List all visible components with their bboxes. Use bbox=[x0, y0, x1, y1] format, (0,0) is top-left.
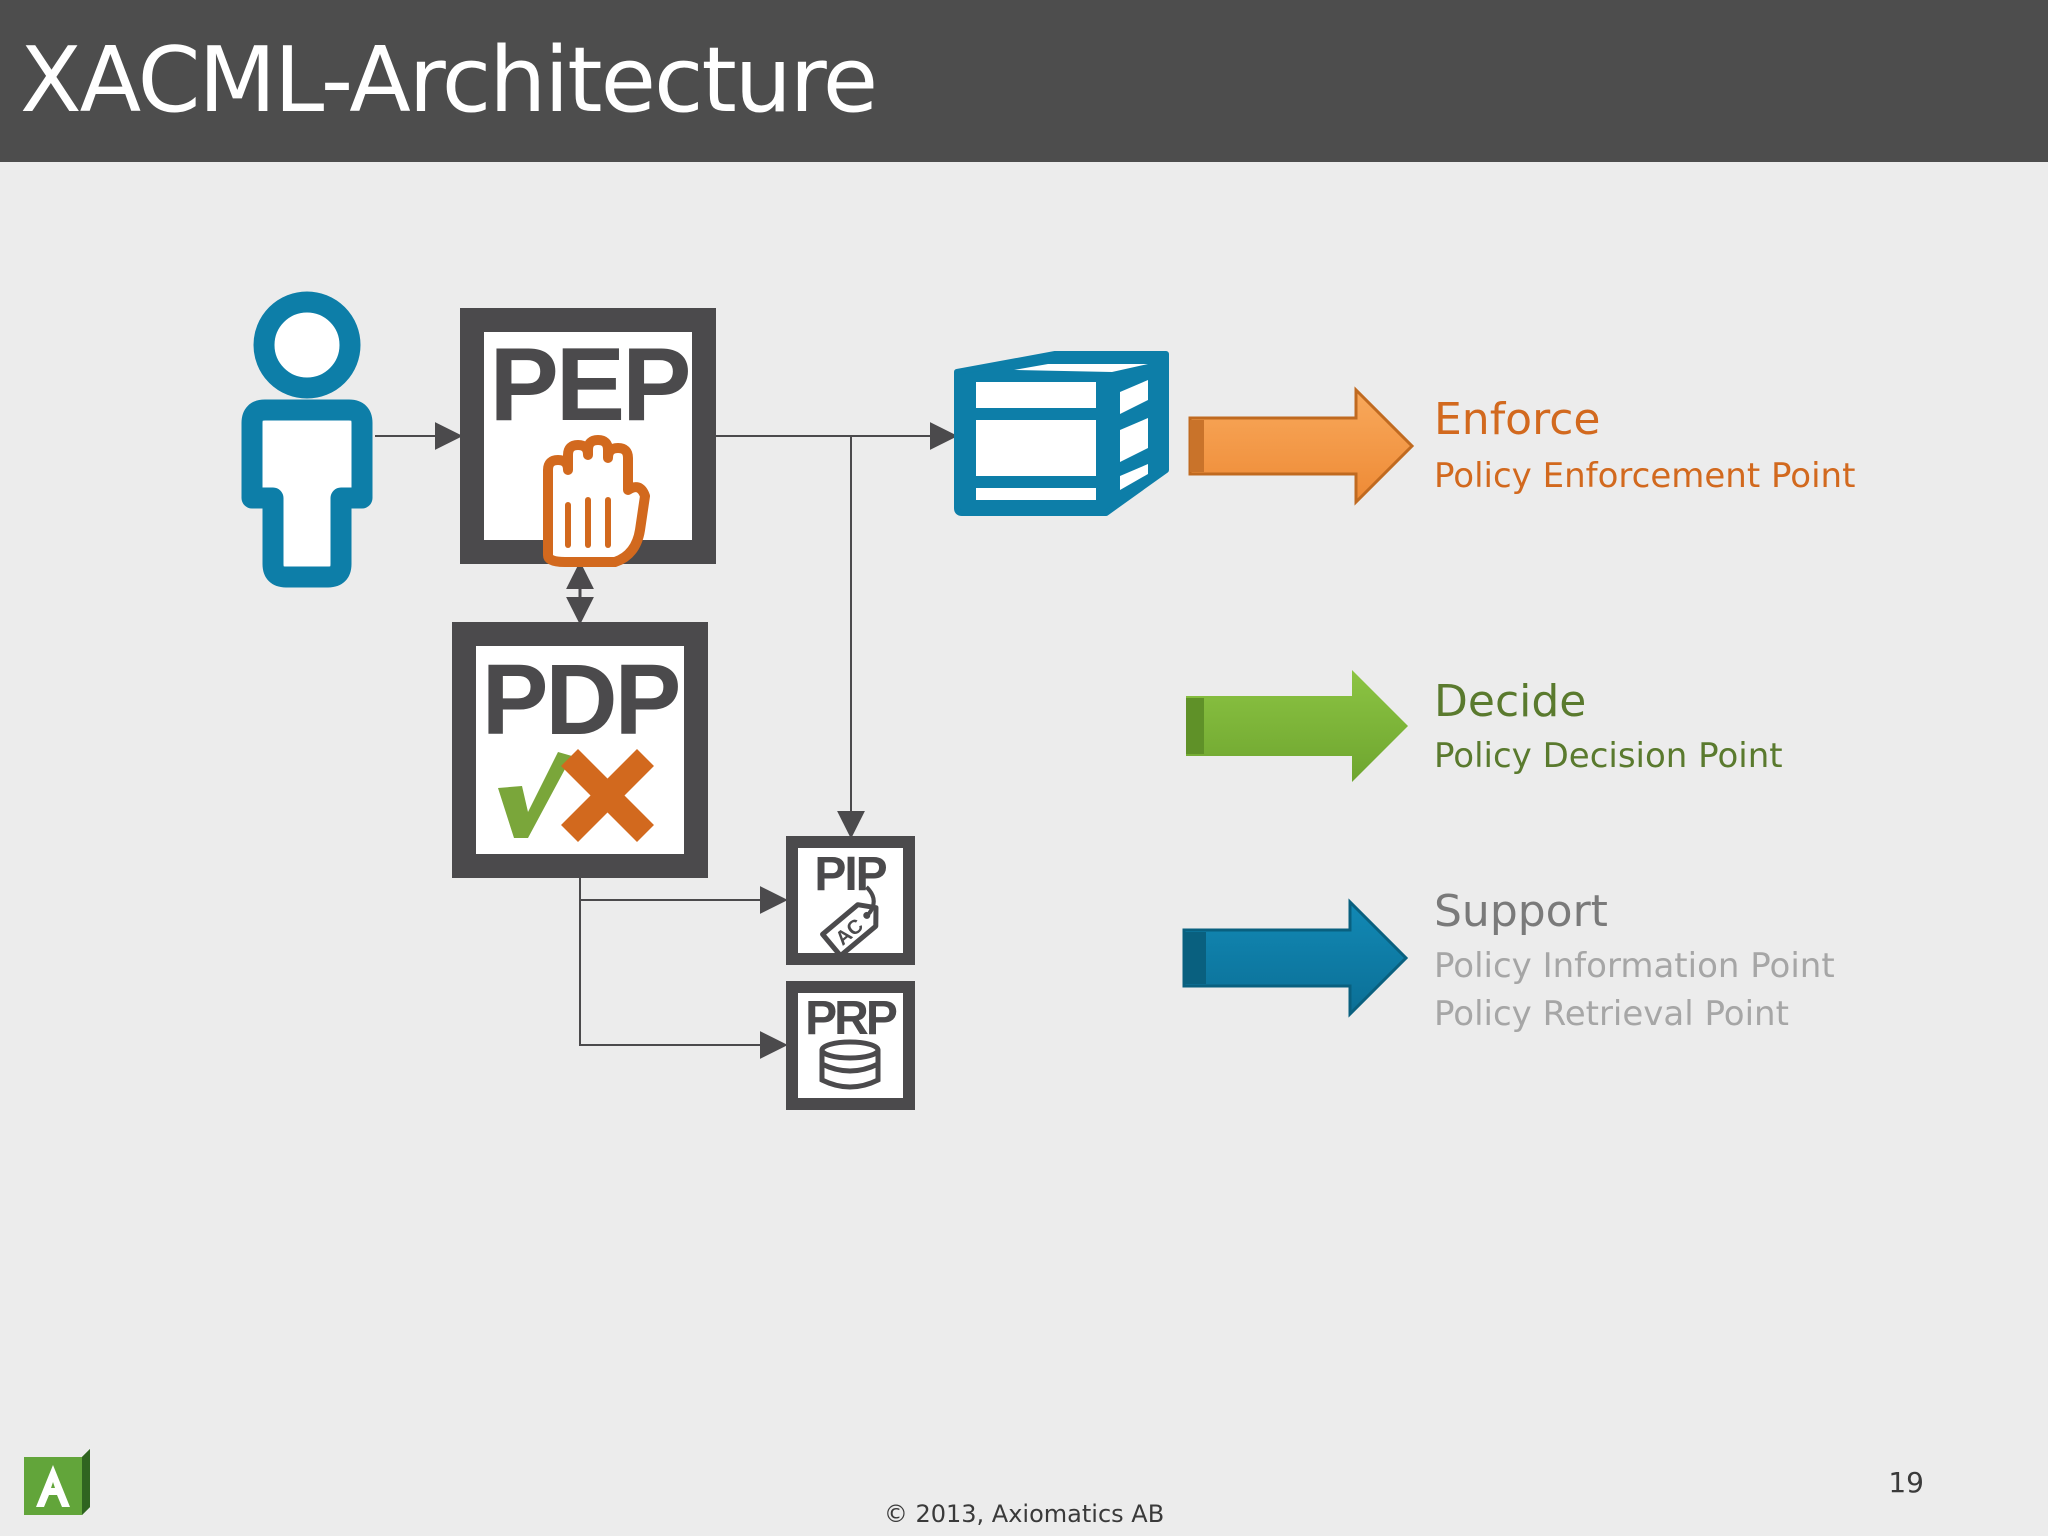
pdp-to-prp-connector bbox=[579, 900, 788, 1059]
support-subtitle-prp: Policy Retrieval Point bbox=[1434, 994, 1789, 1034]
pip-box: PIP AC bbox=[786, 836, 915, 965]
check-icon bbox=[498, 752, 572, 838]
pep-label: PEP bbox=[489, 327, 688, 443]
axiomatics-logo-icon bbox=[24, 1449, 90, 1515]
user-icon bbox=[241, 291, 373, 588]
decide-subtitle: Policy Decision Point bbox=[1434, 736, 1783, 776]
copyright-footer: © 2013, Axiomatics AB bbox=[883, 1500, 1165, 1528]
database-icon bbox=[819, 1039, 881, 1090]
title-bar bbox=[0, 0, 2048, 162]
support-subtitle-pip: Policy Information Point bbox=[1434, 946, 1835, 986]
tag-icon: AC bbox=[820, 885, 879, 959]
pip-label: PIP bbox=[814, 848, 886, 901]
decide-heading: Decide bbox=[1434, 676, 1587, 727]
support-heading: Support bbox=[1434, 886, 1608, 937]
pdp-label: PDP bbox=[482, 644, 679, 756]
enforce-subtitle: Policy Enforcement Point bbox=[1434, 456, 1856, 496]
pdp-box: PDP bbox=[452, 622, 708, 878]
hand-stop-icon bbox=[543, 435, 650, 567]
connectors bbox=[375, 422, 958, 1059]
slide-title: XACML-Architecture bbox=[20, 28, 878, 133]
pep-box: PEP bbox=[460, 308, 716, 567]
enforce-heading: Enforce bbox=[1434, 394, 1601, 445]
prp-box: PRP bbox=[786, 981, 915, 1110]
resource-box-icon bbox=[954, 351, 1169, 516]
prp-label: PRP bbox=[805, 992, 897, 1045]
slide-number: 19 bbox=[1888, 1466, 1924, 1499]
enforce-arrow bbox=[1188, 386, 1415, 506]
support-arrow bbox=[1182, 898, 1409, 1018]
pdp-to-pip-connector bbox=[579, 878, 788, 914]
cross-icon bbox=[561, 749, 654, 842]
decide-arrow bbox=[1186, 670, 1408, 782]
